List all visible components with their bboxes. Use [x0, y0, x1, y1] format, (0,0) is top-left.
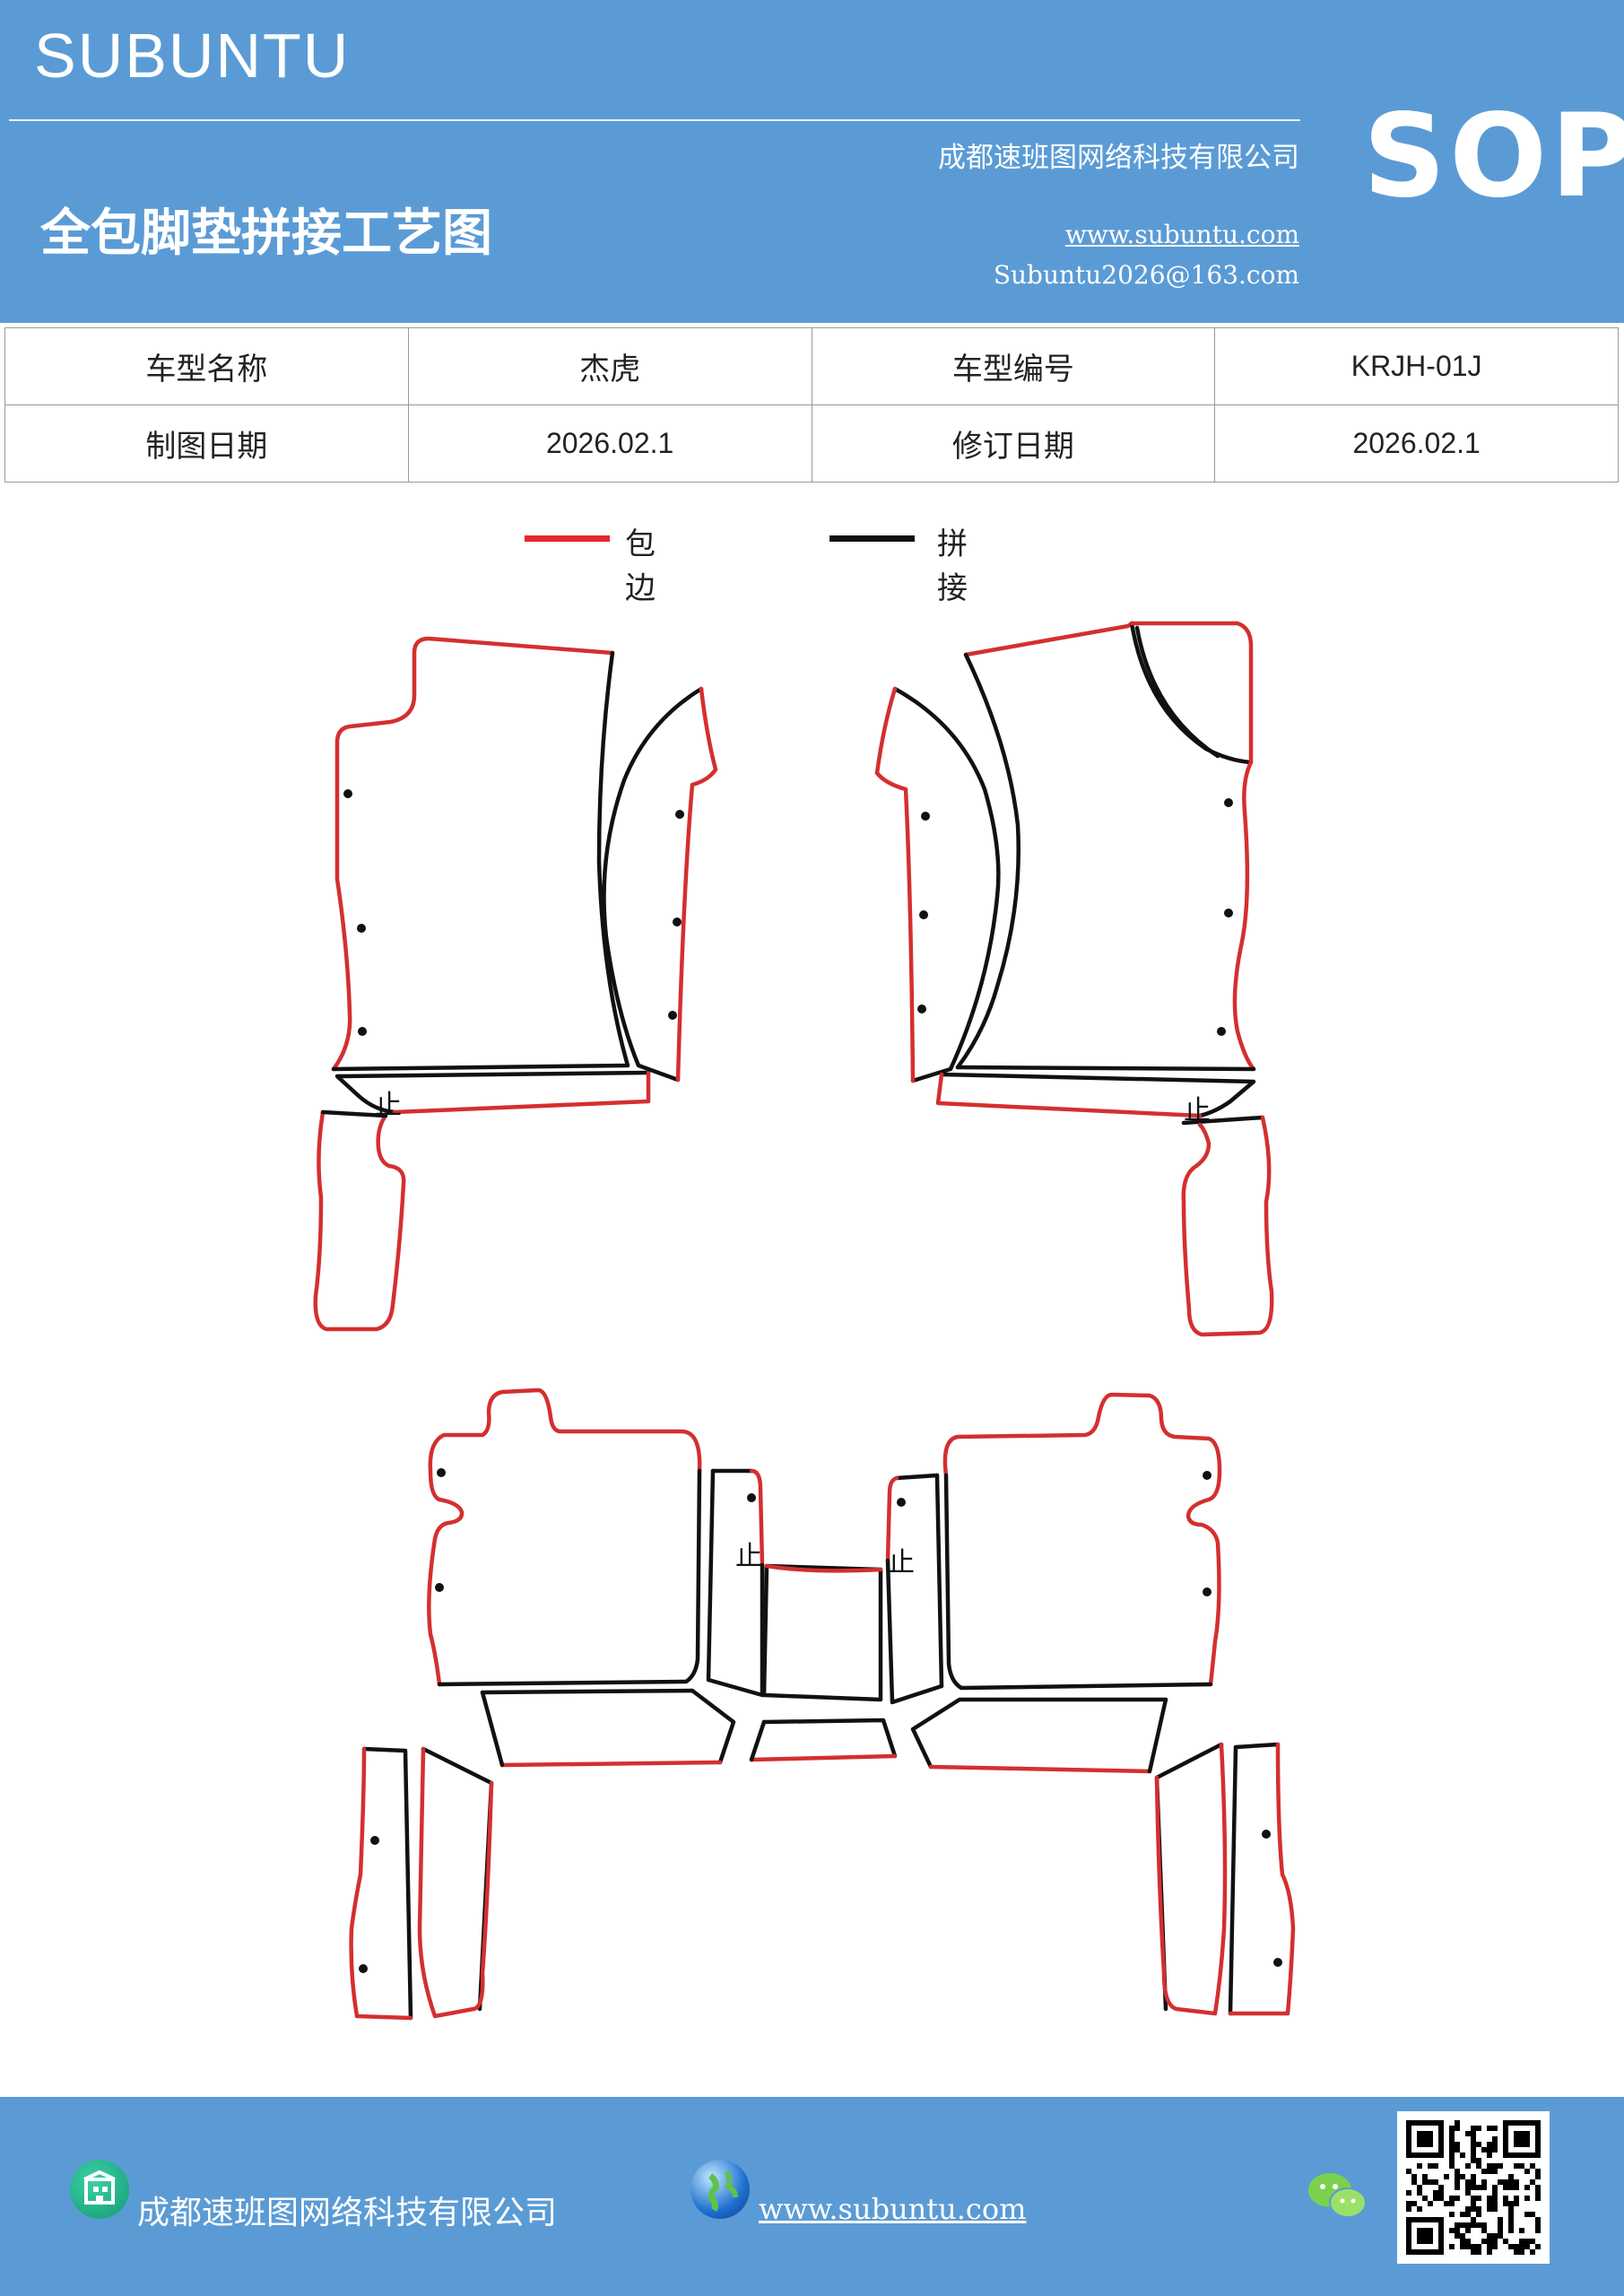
model-code-value: KRJH-01J — [1214, 327, 1619, 405]
marker-dot — [370, 1836, 379, 1845]
marker-dot — [437, 1468, 446, 1477]
marker-dot — [1203, 1471, 1211, 1480]
marker-dot — [357, 924, 366, 933]
marker-dot — [917, 1004, 926, 1013]
building-icon — [70, 2160, 129, 2219]
draw-date-value: 2026.02.1 — [407, 404, 812, 483]
marker-dot — [747, 1493, 756, 1502]
seam-label: 拼接 — [937, 526, 968, 606]
marker-dot — [1217, 1027, 1226, 1036]
marker-dot — [673, 918, 682, 926]
marker-dot — [1203, 1587, 1211, 1596]
rear-right-mat: 止 — [885, 1392, 1296, 2016]
marker-dot — [435, 1583, 444, 1592]
draw-date-label: 制图日期 — [4, 404, 409, 483]
front-left-mat: 止 — [313, 636, 718, 1332]
wechat-icon[interactable] — [1305, 2169, 1369, 2222]
seam-swatch — [829, 535, 915, 542]
edge-swatch — [525, 535, 610, 542]
marker-dot — [921, 812, 930, 821]
footer-website-link[interactable]: www.subuntu.com — [759, 2192, 1027, 2226]
qr-code — [1397, 2111, 1550, 2264]
marker-dot — [1262, 1830, 1271, 1839]
header-banner: SUBUNTU 成都速班图网络科技有限公司 全包脚垫拼接工艺图 www.subu… — [0, 0, 1624, 323]
marker-dot — [668, 1011, 677, 1020]
marker-dot — [1224, 798, 1233, 807]
table-row: 制图日期 2026.02.1 修订日期 2026.02.1 — [4, 404, 1619, 483]
sop-badge: SOP — [1363, 90, 1624, 223]
email-address: Subuntu2026@163.com — [993, 260, 1299, 290]
document-title: 全包脚垫拼接工艺图 — [40, 204, 492, 263]
marker-dot — [897, 1498, 906, 1507]
floor-mat-drawing: 止 止 — [313, 621, 1296, 2021]
vehicle-info-table: 车型名称 杰虎 车型编号 KRJH-01J 制图日期 2026.02.1 修订日… — [4, 327, 1619, 483]
marker-dot — [919, 910, 928, 919]
stop-mark: 止 — [735, 1541, 762, 1572]
brand-name: SUBUNTU — [34, 21, 351, 91]
rear-left-mat: 止 — [349, 1387, 898, 2021]
stop-mark: 止 — [375, 1090, 402, 1121]
header-divider — [9, 119, 1300, 121]
footer-company-name: 成都速班图网络科技有限公司 — [137, 2195, 558, 2231]
marker-dot — [1273, 1958, 1282, 1967]
website-link[interactable]: www.subuntu.com — [1064, 220, 1299, 249]
model-code-label: 车型编号 — [811, 327, 1216, 405]
model-name-label: 车型名称 — [4, 327, 409, 405]
globe-icon — [690, 2160, 750, 2219]
stop-mark: 止 — [888, 1547, 915, 1578]
company-name: 成都速班图网络科技有限公司 — [938, 142, 1299, 174]
model-name-value: 杰虎 — [407, 327, 812, 405]
marker-dot — [358, 1027, 367, 1036]
table-row: 车型名称 杰虎 车型编号 KRJH-01J — [4, 327, 1619, 405]
revision-date-label: 修订日期 — [811, 404, 1216, 483]
marker-dot — [1224, 909, 1233, 918]
front-right-mat: 止 — [874, 621, 1274, 1337]
footer-banner: 成都速班图网络科技有限公司 www.subuntu.com — [0, 2097, 1624, 2296]
marker-dot — [675, 810, 684, 819]
marker-dot — [343, 789, 352, 798]
stop-mark: 止 — [1184, 1095, 1211, 1126]
marker-dot — [359, 1964, 368, 1973]
edge-label: 包边 — [625, 526, 656, 606]
revision-date-value: 2026.02.1 — [1214, 404, 1619, 483]
